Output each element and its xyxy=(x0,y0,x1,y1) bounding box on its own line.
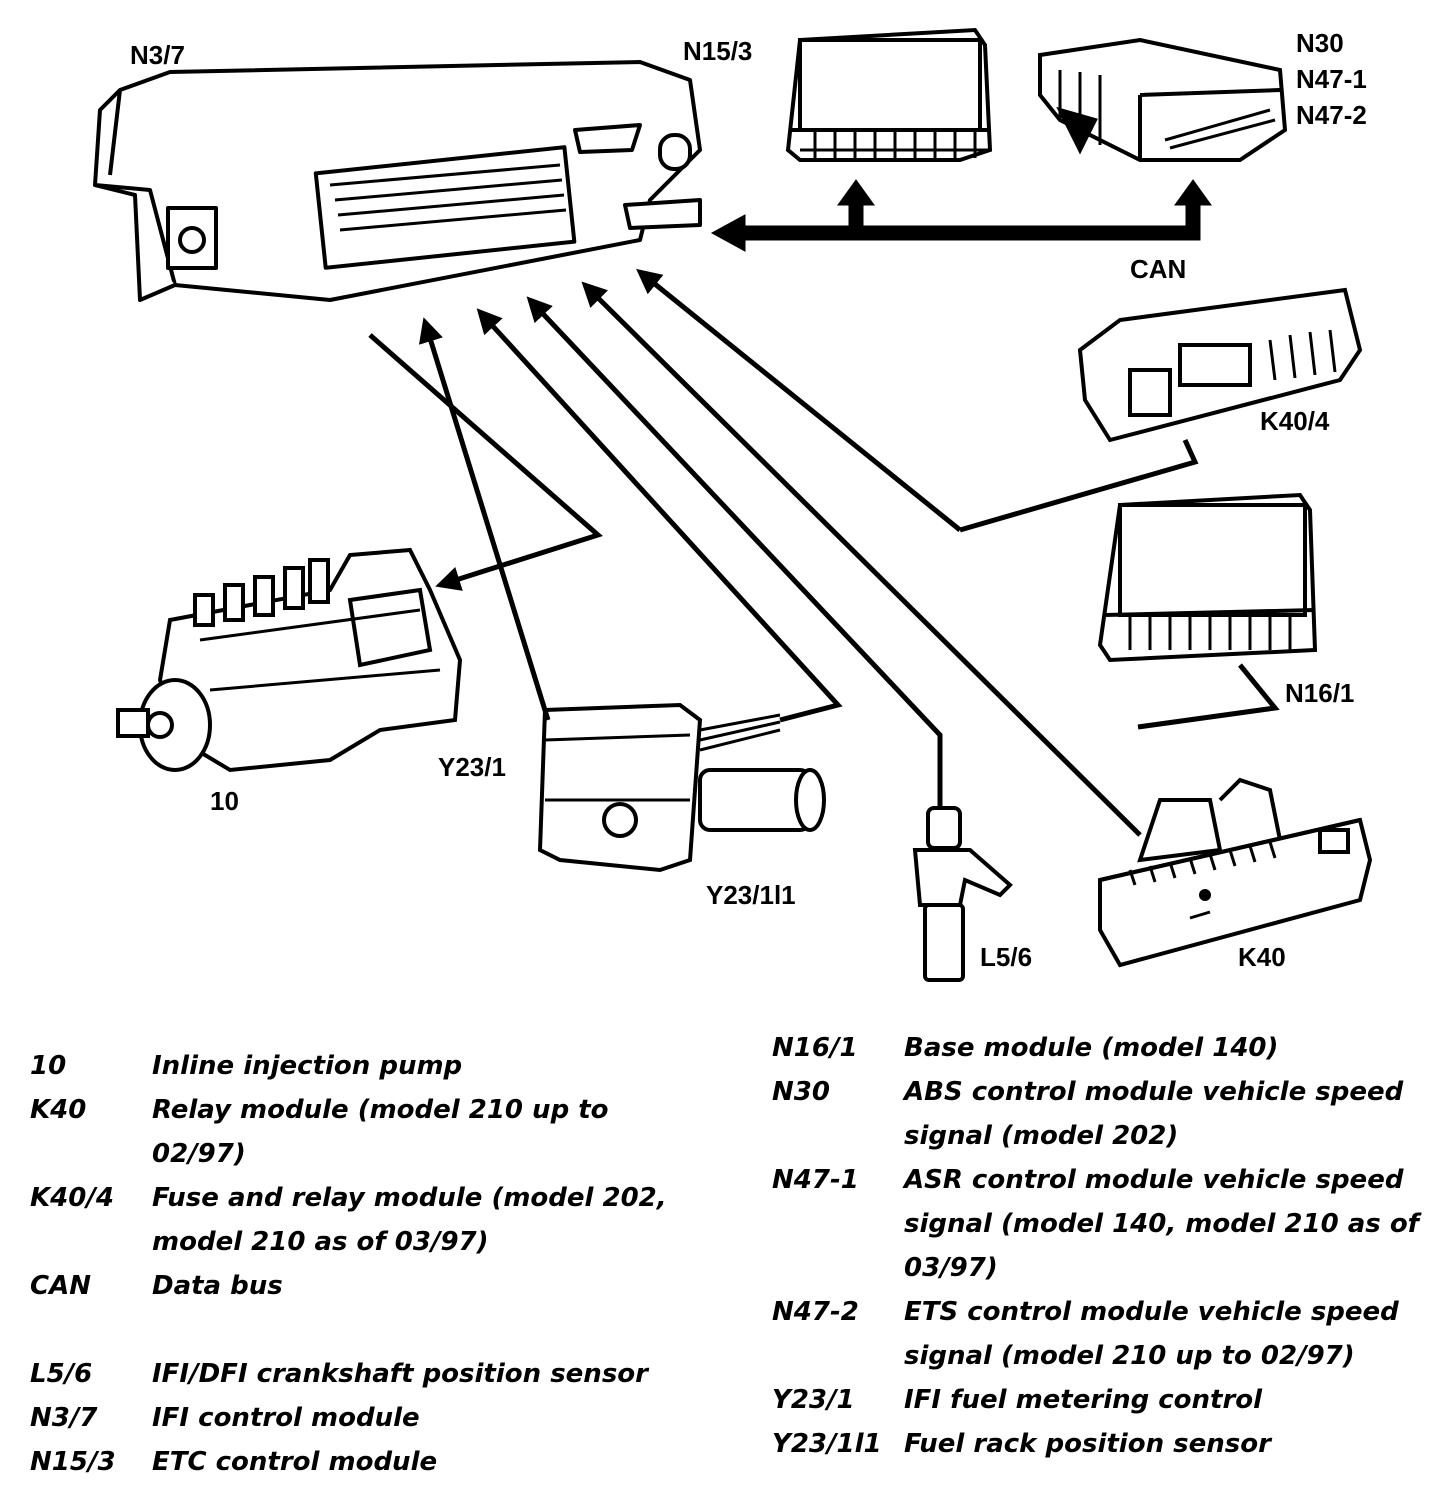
label-l5-6: L5/6 xyxy=(980,942,1033,972)
label-can: CAN xyxy=(1130,254,1187,284)
legend-code: 10 xyxy=(30,1051,67,1081)
inline-injection-pump xyxy=(116,547,463,773)
legend-code: N30 xyxy=(772,1077,830,1107)
legend-spacer xyxy=(30,1308,670,1352)
legend-desc: Relay module (model 210 up to 02/97) xyxy=(152,1095,609,1169)
can-bus-arrow xyxy=(710,179,1212,252)
legend-code: N15/3 xyxy=(30,1447,116,1477)
crankshaft-position-sensor xyxy=(912,806,1013,982)
legend-row: N3/7 IFI control module xyxy=(30,1396,670,1440)
n30-n47-module xyxy=(1038,37,1288,162)
legend-code: N16/1 xyxy=(772,1033,858,1063)
legend-row: N16/1 Base module (model 140) xyxy=(772,1026,1432,1070)
legend-row: 10 Inline injection pump xyxy=(30,1044,670,1088)
line-k40-4-to-n3-7 xyxy=(636,268,962,532)
legend-code: K40 xyxy=(30,1095,87,1125)
line-n16-1 xyxy=(1137,663,1280,730)
label-n30: N30 xyxy=(1296,28,1344,58)
legend-code: N47-1 xyxy=(772,1165,859,1195)
n3-7-control-module xyxy=(93,60,702,302)
legend-desc: IFI/DFI crankshaft position sensor xyxy=(152,1359,648,1389)
legend-code: CAN xyxy=(30,1271,91,1301)
label-n15-3: N15/3 xyxy=(683,36,753,66)
legend-code: N3/7 xyxy=(30,1403,98,1433)
signal-lines xyxy=(368,268,1280,837)
fuel-metering-control xyxy=(537,702,826,873)
line-crankshaft-sensor xyxy=(526,296,943,808)
legend-desc: Data bus xyxy=(152,1271,283,1301)
label-n3-7: N3/7 xyxy=(130,40,185,70)
legend-code: L5/6 xyxy=(30,1359,93,1389)
legend-row: K40 Relay module (model 210 up to 02/97) xyxy=(30,1088,670,1176)
legend-row: Y23/1 IFI fuel metering control xyxy=(772,1378,1432,1422)
legend-code: N47-2 xyxy=(772,1297,859,1327)
line-to-injection-pump xyxy=(368,333,603,591)
legend-desc: IFI fuel metering control xyxy=(904,1385,1263,1415)
label-y23-1: Y23/1 xyxy=(438,752,506,782)
legend-row: L5/6 IFI/DFI crankshaft position sensor xyxy=(30,1352,670,1396)
legend-right: N16/1 Base module (model 140) N30 ABS cont… xyxy=(772,1026,1432,1466)
legend-row: N30 ABS control module vehicle speed sign… xyxy=(772,1070,1432,1158)
line-fuel-rack-sensor xyxy=(476,308,843,723)
label-y23-1l1: Y23/1l1 xyxy=(706,880,796,910)
legend-row: N47-2 ETS control module vehicle speed si… xyxy=(772,1290,1432,1378)
k40-relay-module xyxy=(1098,777,1373,968)
legend-desc: ETS control module vehicle speed signal … xyxy=(904,1297,1399,1371)
line-k40-4 xyxy=(959,438,1199,533)
legend-desc: IFI control module xyxy=(152,1403,420,1433)
line-y23-1-signal xyxy=(418,317,551,721)
legend-desc: Fuse and relay module (model 202, model … xyxy=(152,1183,667,1257)
legend-desc: ASR control module vehicle speed signal … xyxy=(904,1165,1419,1283)
k40-4-module xyxy=(1077,287,1363,443)
line-k40-relay xyxy=(581,281,1142,837)
legend-row: Y23/1l1 Fuel rack position sensor xyxy=(772,1422,1432,1466)
legend-left: 10 Inline injection pump K40 Relay module … xyxy=(30,1044,670,1484)
legend-desc: ABS control module vehicle speed signal … xyxy=(904,1077,1404,1151)
legend-desc: Fuel rack position sensor xyxy=(904,1429,1271,1459)
legend-desc: Base module (model 140) xyxy=(904,1033,1279,1063)
label-10: 10 xyxy=(210,786,239,816)
legend-row: N15/3 ETC control module xyxy=(30,1440,670,1484)
label-n16-1: N16/1 xyxy=(1285,678,1355,708)
n16-1-module xyxy=(1097,492,1318,663)
legend-desc: Inline injection pump xyxy=(152,1051,463,1081)
legend-code: Y23/1 xyxy=(772,1385,855,1415)
legend-row: K40/4 Fuse and relay module (model 202, m… xyxy=(30,1176,670,1264)
n15-3-module xyxy=(785,27,993,162)
legend-code: Y23/1l1 xyxy=(772,1429,882,1459)
legend-desc: ETC control module xyxy=(152,1447,438,1477)
wiring-diagram xyxy=(93,27,1373,982)
label-n47-1: N47-1 xyxy=(1296,64,1367,94)
label-k40: K40 xyxy=(1238,942,1286,972)
label-n47-2: N47-2 xyxy=(1296,100,1367,130)
label-k40-4: K40/4 xyxy=(1260,406,1330,436)
legend-code: K40/4 xyxy=(30,1183,114,1213)
legend-row: CAN Data bus xyxy=(30,1264,670,1308)
legend-row: N47-1 ASR control module vehicle speed si… xyxy=(772,1158,1432,1290)
